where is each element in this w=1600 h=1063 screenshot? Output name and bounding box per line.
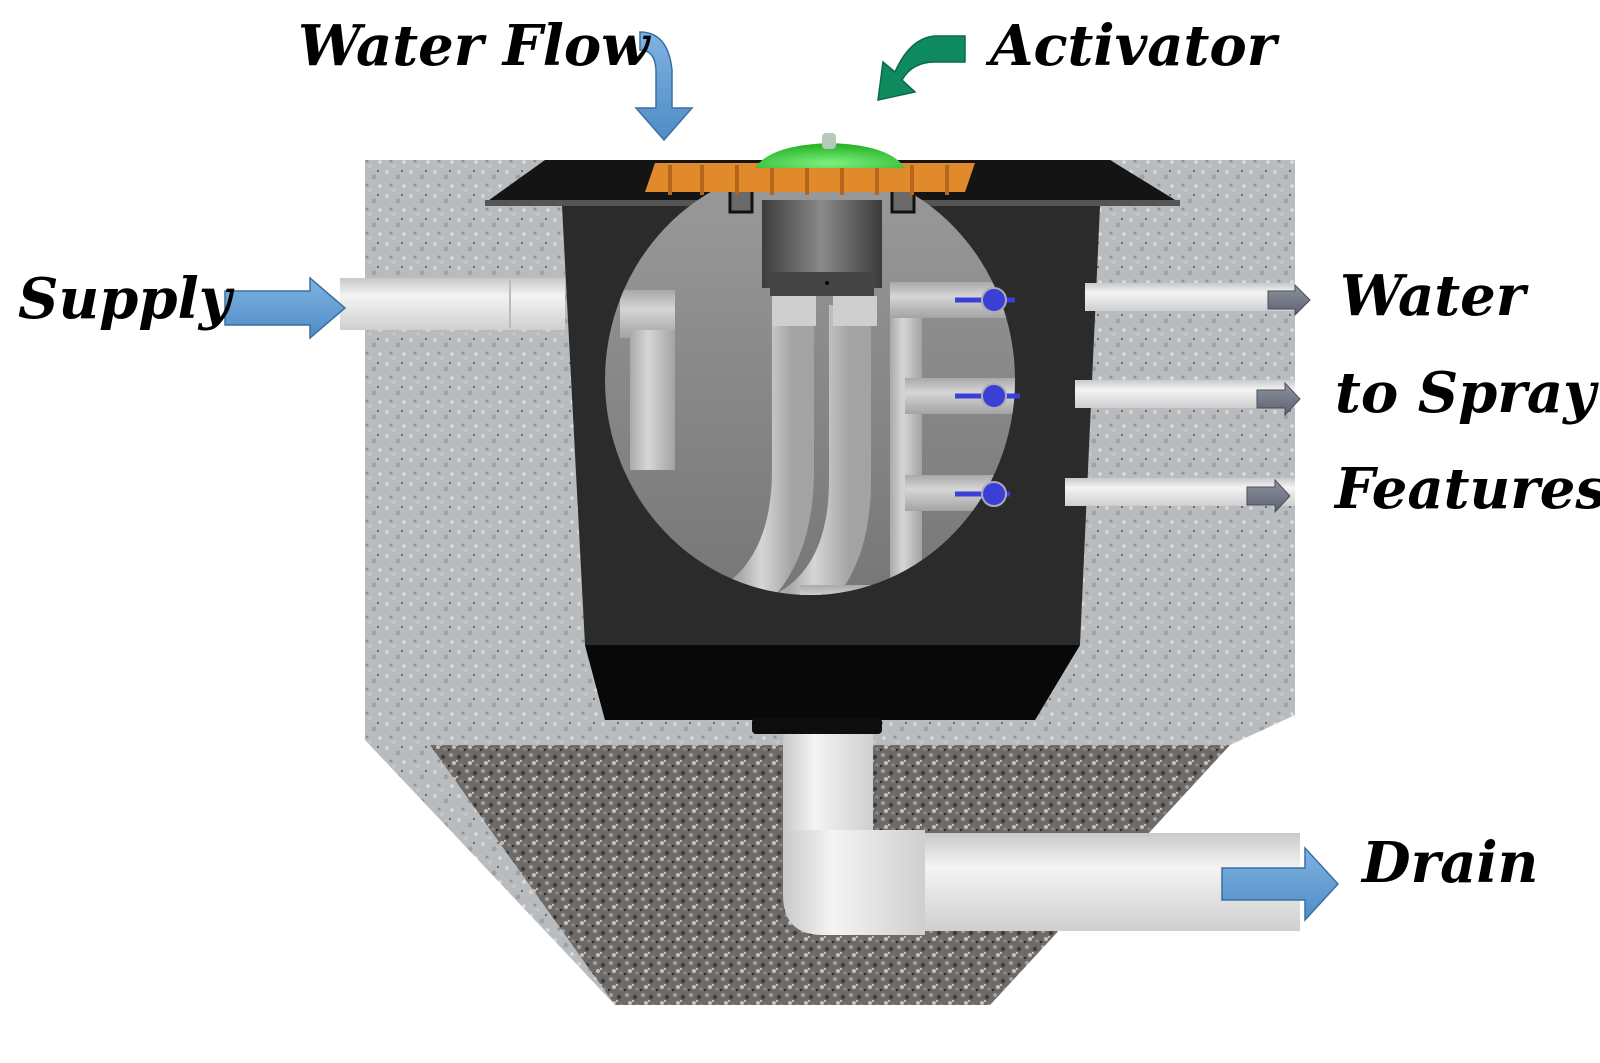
supply-label: Supply <box>18 266 235 332</box>
activator-label: Activator <box>985 13 1280 79</box>
supply-arrow-icon <box>224 276 347 340</box>
grate <box>645 163 975 192</box>
supply-pipe <box>340 278 565 330</box>
ball-valve-2 <box>955 383 1020 409</box>
water-flow-arrow-icon <box>634 31 694 142</box>
valve-body-collar <box>770 272 874 296</box>
inner-pipe-right <box>778 305 871 595</box>
drain-pipe-elbow <box>783 830 925 935</box>
outlet-arrow-icon-3 <box>1246 478 1291 514</box>
grate-ribs <box>668 165 949 195</box>
outlet-pipe-1 <box>1085 283 1295 311</box>
outlet-arrow-icon-1 <box>1267 283 1311 317</box>
manifold-vertical <box>890 285 922 595</box>
outlet-label-line1: Water <box>1340 263 1529 329</box>
valve-body-port <box>825 281 829 285</box>
inner-pipe-coupling-right <box>833 296 877 326</box>
water-flow-label: Water Flow <box>298 13 651 79</box>
activator-arrow-icon <box>877 35 966 101</box>
grate-clip-right <box>890 188 916 214</box>
outlet-label-line3: Features <box>1333 456 1600 522</box>
basin-lower <box>585 645 1080 720</box>
ball-valve-1 <box>955 287 1015 313</box>
supply-inner-riser <box>630 330 675 470</box>
inner-pipe-coupling-left <box>772 296 816 326</box>
outlet-label-line2: to Spray <box>1335 360 1599 426</box>
activator-stem <box>822 133 836 149</box>
ball-valve-3 <box>955 481 1010 507</box>
drain-label: Drain <box>1360 830 1538 896</box>
activator-dome <box>755 143 905 168</box>
drain-arrow-icon <box>1221 846 1340 922</box>
basin-outlet-collar <box>752 718 882 734</box>
outlet-arrow-icon-2 <box>1256 381 1301 417</box>
